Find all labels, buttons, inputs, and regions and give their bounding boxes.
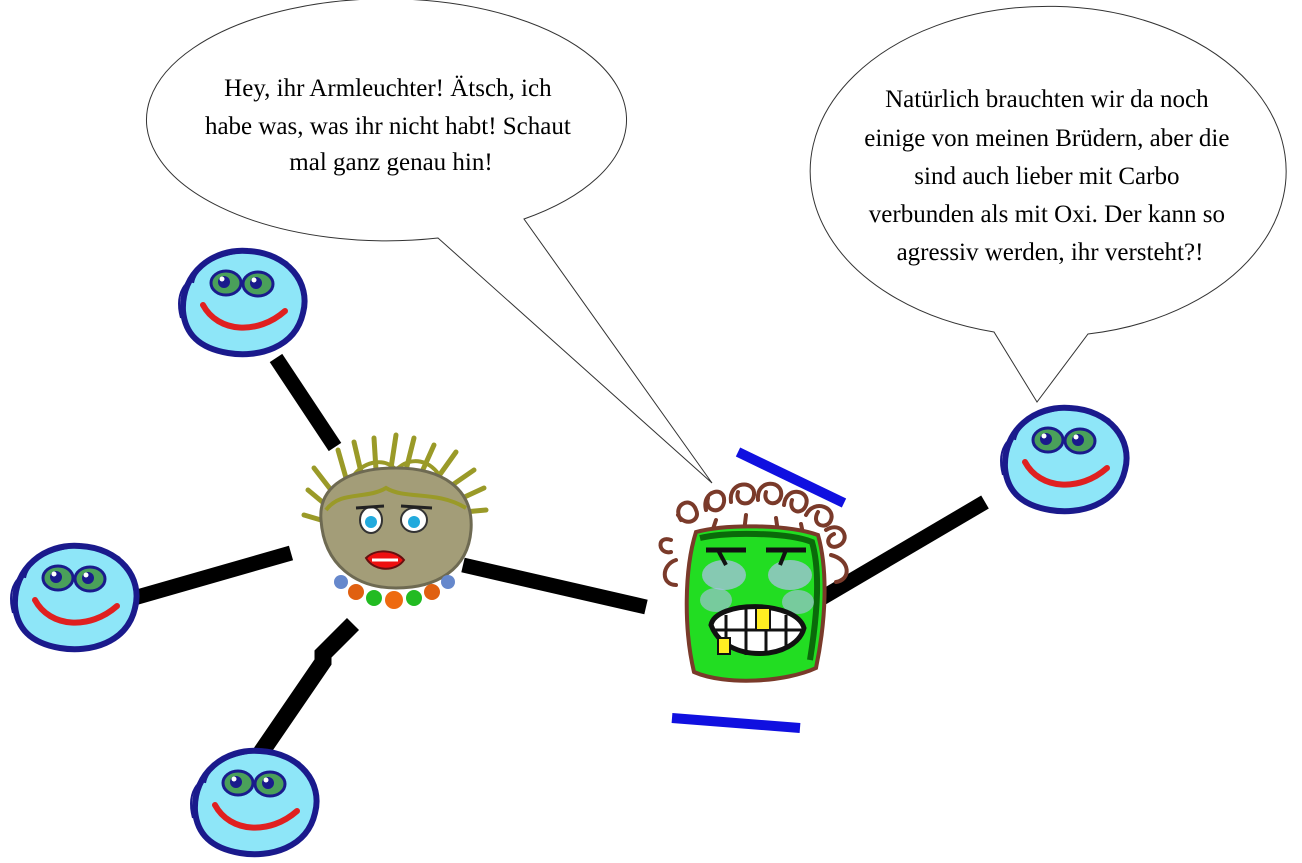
bond-carbon-hydrogen-top — [269, 353, 342, 452]
speech-bubble-right-shape — [809, 5, 1287, 403]
speech-bubble-right-line: Natürlich brauchten wir da noch — [885, 86, 1209, 113]
oxygen-face-icon — [658, 481, 849, 683]
lone-pairs — [671, 447, 847, 733]
bond-carbon-hydrogen-left — [131, 545, 294, 606]
bond-carbon-hydrogen-bottom — [250, 617, 360, 762]
speech-bubble-right-line: sind auch lieber mit Carbo — [914, 163, 1179, 190]
bonds — [131, 353, 989, 762]
speech-bubble-right-line: einige von meinen Brüdern, aber die — [864, 125, 1229, 152]
carbon-necklace-icon — [334, 575, 455, 609]
speech-bubble-left-shape — [146, 0, 713, 484]
bond-oxygen-hydrogen-right — [811, 495, 989, 609]
hydrogen-face-bottom-icon — [191, 751, 317, 854]
hydrogen-face-right-icon — [1001, 408, 1127, 511]
speech-bubble-right: Natürlich brauchten wir da noch einige v… — [809, 5, 1287, 403]
lone-pair-top — [735, 447, 847, 508]
speech-bubble-left-line: habe was, was ihr nicht habt! Schaut — [205, 113, 571, 140]
hydrogen-face-top-icon — [179, 251, 305, 354]
lone-pair-bottom — [671, 713, 801, 733]
hydrogen-face-left-icon — [11, 546, 137, 649]
speech-bubble-left-line: mal ganz genau hin! — [289, 149, 492, 176]
speech-bubble-right-text: Natürlich brauchten wir da noch einige v… — [864, 86, 1235, 266]
speech-bubble-right-line: verbunden als mit Oxi. Der kann so — [869, 201, 1225, 228]
carbon-face-icon — [301, 432, 489, 609]
speech-bubble-right-line: agressiv werden, ihr versteht?! — [897, 239, 1204, 266]
bond-carbon-oxygen — [461, 557, 648, 615]
speech-bubble-left-text: Hey, ihr Armleuchter! Ätsch, ich habe wa… — [205, 75, 577, 176]
speech-bubble-left: Hey, ihr Armleuchter! Ätsch, ich habe wa… — [146, 0, 713, 484]
speech-bubble-left-line: Hey, ihr Armleuchter! Ätsch, ich — [224, 75, 552, 102]
